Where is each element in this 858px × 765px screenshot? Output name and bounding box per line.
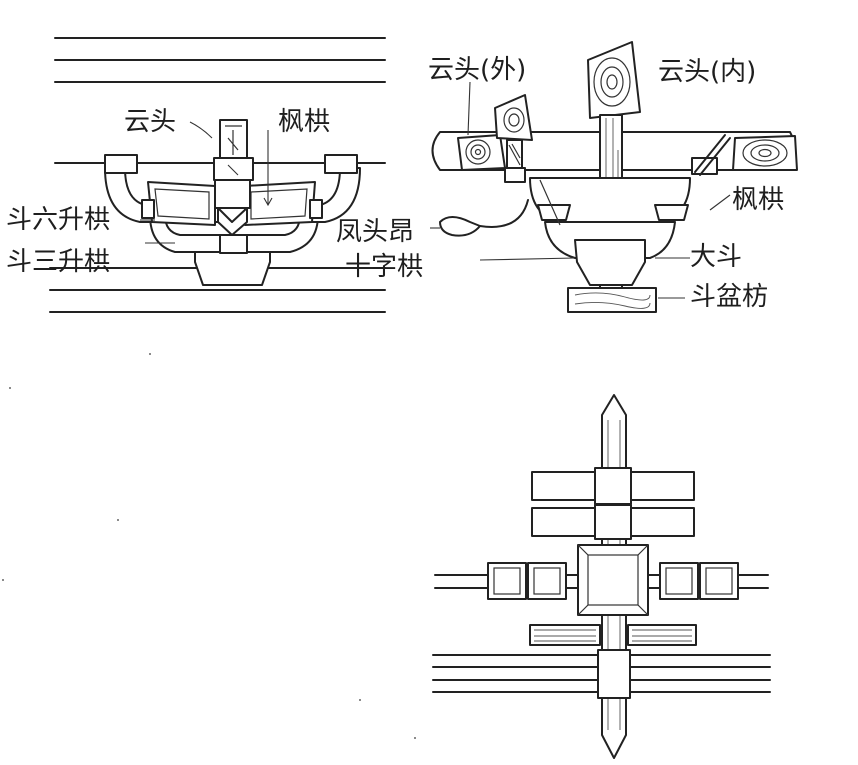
label-dousan-shenggong: 斗三升栱 [6, 247, 110, 277]
label-yuntou: 云头 [124, 107, 176, 137]
plan-lower-row-left [529, 624, 601, 646]
section-cloud-inner-plank [587, 41, 641, 119]
front-right-small-dou [324, 154, 358, 174]
plan-lower-row-right [627, 624, 697, 646]
front-center-block [214, 179, 251, 209]
section-cloud-outer-plank [494, 94, 533, 141]
section-large-dou [574, 239, 646, 286]
label-yuntou-outer: 云头(外) [428, 55, 526, 85]
section-phoenix-ang [439, 216, 481, 237]
label-dadou: 大斗 [690, 242, 742, 272]
label-yuntou-inner: 云头(内) [658, 57, 756, 87]
label-doupan-fang: 斗盆枋 [690, 282, 768, 312]
front-elevation-view: 云头 枫栱 斗六升栱 斗三升栱 [6, 37, 386, 313]
section-side-view: 云头(外) 云头(内) 枫栱 凤头昂 十字栱 大斗 斗盆枋 [336, 41, 798, 313]
label-shizi-gong: 十字栱 [345, 252, 423, 282]
label-douliu-shenggong: 斗六升栱 [6, 205, 110, 235]
label-section-fenggong: 枫栱 [732, 185, 784, 215]
label-fengtou-ang: 凤头昂 [336, 217, 414, 247]
front-left-small-dou [104, 154, 138, 174]
plan-view [432, 394, 771, 759]
scan-marks [2, 353, 416, 739]
plan-large-dou [577, 544, 649, 616]
label-fenggong: 枫栱 [278, 107, 330, 137]
